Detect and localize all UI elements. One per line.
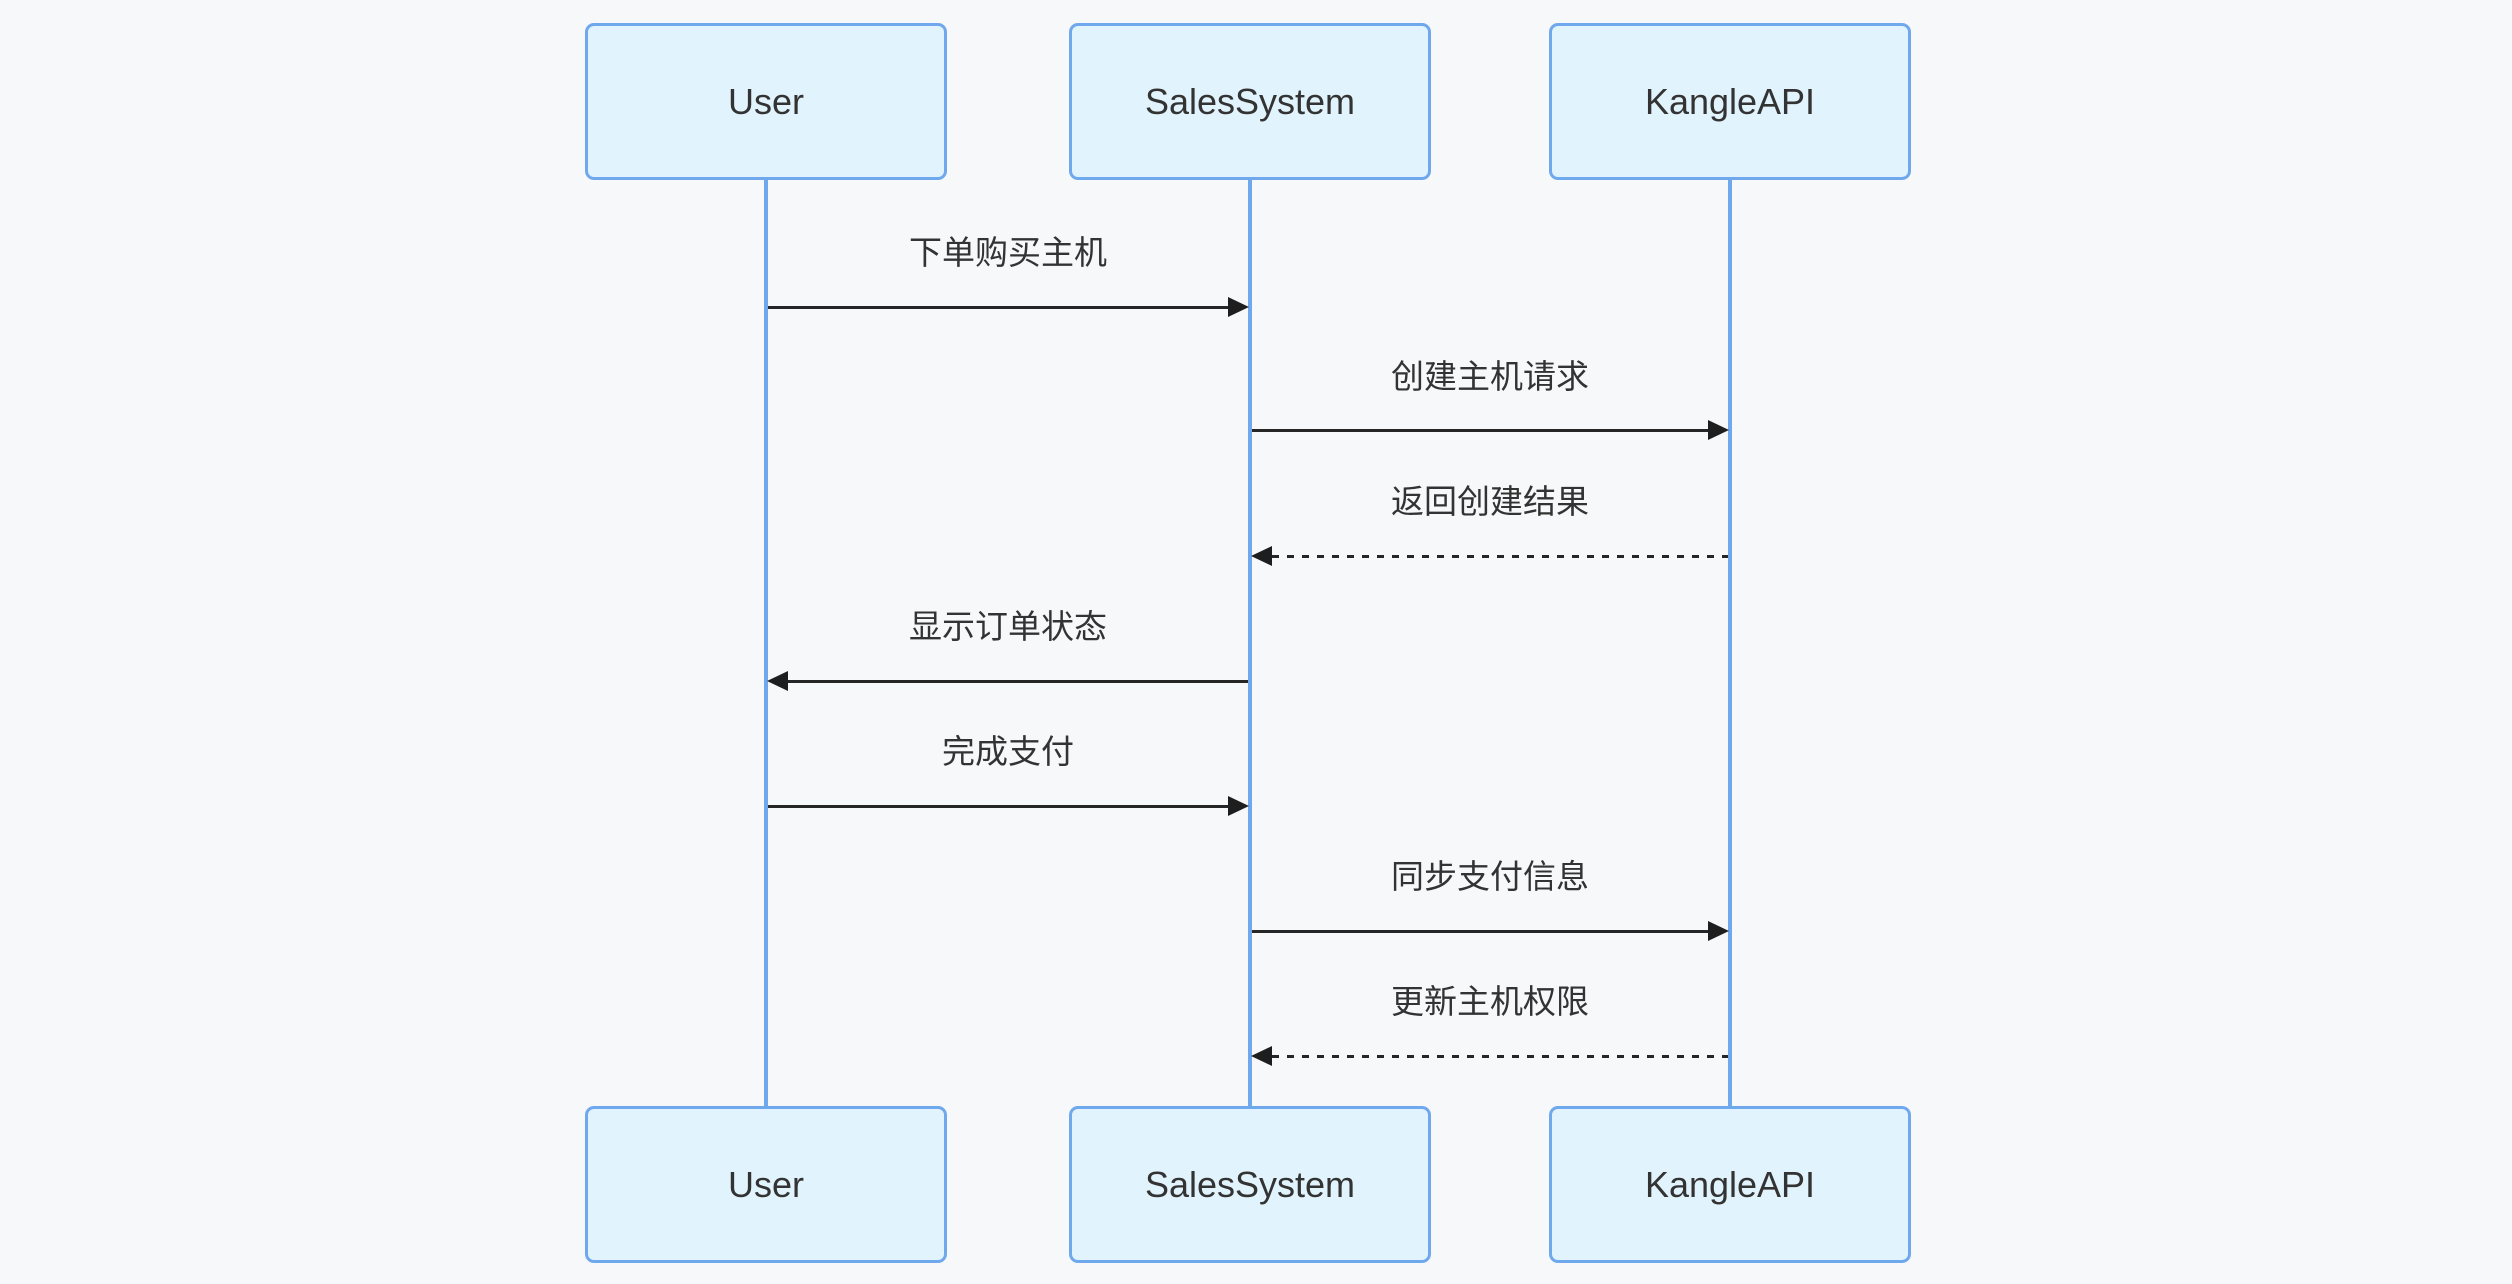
lifeline-sales-system bbox=[1248, 180, 1252, 1106]
message-return-line bbox=[1272, 1055, 1728, 1058]
arrow-head-left-icon bbox=[1251, 546, 1272, 566]
actor-label: SalesSystem bbox=[1144, 80, 1356, 122]
message-arrow-line bbox=[1252, 930, 1708, 933]
actor-label: KangleAPI bbox=[1644, 80, 1816, 122]
arrow-head-right-icon bbox=[1228, 297, 1249, 317]
message-label: 返回创建结果 bbox=[1391, 483, 1589, 520]
actor-box-bottom-user: User bbox=[585, 1106, 947, 1263]
message-label: 更新主机权限 bbox=[1391, 983, 1589, 1020]
actor-box-bottom-kangle-api: KangleAPI bbox=[1549, 1106, 1911, 1263]
actor-label: User bbox=[727, 80, 804, 122]
arrow-head-left-icon bbox=[1251, 1046, 1272, 1066]
actor-box-top-user: User bbox=[585, 23, 947, 180]
message-label: 下单购买主机 bbox=[909, 234, 1107, 271]
arrow-head-left-icon bbox=[767, 671, 788, 691]
actor-label: User bbox=[727, 1163, 804, 1205]
message-label: 显示订单状态 bbox=[909, 608, 1107, 645]
message-label: 创建主机请求 bbox=[1391, 358, 1589, 395]
lifeline-user bbox=[764, 180, 768, 1106]
arrow-head-right-icon bbox=[1708, 921, 1729, 941]
actor-label: SalesSystem bbox=[1144, 1163, 1356, 1205]
actor-label: KangleAPI bbox=[1644, 1163, 1816, 1205]
message-label: 同步支付信息 bbox=[1391, 858, 1589, 895]
message-arrow-line bbox=[1252, 429, 1708, 432]
message-label: 完成支付 bbox=[942, 733, 1074, 770]
actor-box-top-kangle-api: KangleAPI bbox=[1549, 23, 1911, 180]
message-arrow-line bbox=[768, 306, 1228, 309]
message-arrow-line bbox=[768, 805, 1228, 808]
arrow-head-right-icon bbox=[1228, 796, 1249, 816]
message-return-line bbox=[1272, 555, 1728, 558]
lifeline-kangle-api bbox=[1728, 180, 1732, 1106]
actor-box-top-sales-system: SalesSystem bbox=[1069, 23, 1431, 180]
arrow-head-right-icon bbox=[1708, 420, 1729, 440]
actor-box-bottom-sales-system: SalesSystem bbox=[1069, 1106, 1431, 1263]
message-arrow-line bbox=[788, 680, 1248, 683]
